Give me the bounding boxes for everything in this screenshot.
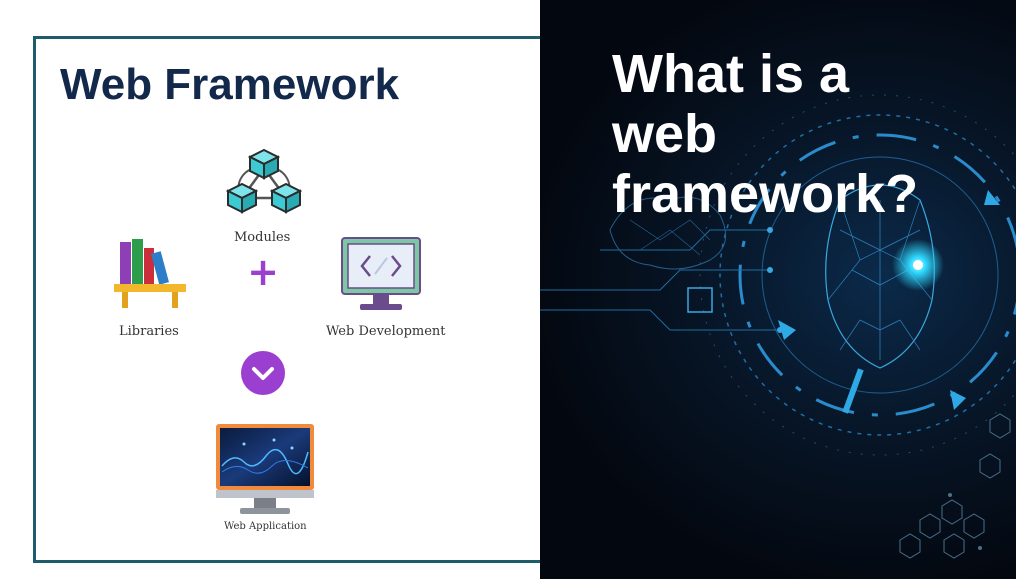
heading-line-3: framework? bbox=[612, 164, 919, 224]
libraries-label: Libraries bbox=[119, 324, 179, 339]
chevron-down-circle-icon bbox=[241, 351, 285, 395]
modules-label: Modules bbox=[234, 230, 291, 245]
web-app-monitor-icon bbox=[216, 424, 314, 514]
right-heading: What is a web framework? bbox=[612, 44, 1012, 224]
heading-line-1: What is a bbox=[612, 44, 850, 104]
slide-title: Web Framework bbox=[60, 60, 400, 109]
modules-cubes-icon bbox=[225, 148, 303, 214]
left-slide-panel: Web Framework Modules Libraries + bbox=[33, 36, 540, 563]
code-monitor-icon bbox=[341, 237, 421, 310]
right-image-panel: What is a web framework? bbox=[540, 0, 1016, 579]
web-application-label: Web Application bbox=[224, 521, 307, 532]
web-development-label: Web Development bbox=[326, 324, 446, 339]
ai-face-hud-illustration bbox=[540, 94, 1016, 559]
heading-line-2: web bbox=[612, 104, 718, 164]
slide-frame bbox=[33, 36, 540, 563]
plus-icon: + bbox=[247, 250, 279, 294]
books-shelf-icon bbox=[114, 239, 186, 308]
